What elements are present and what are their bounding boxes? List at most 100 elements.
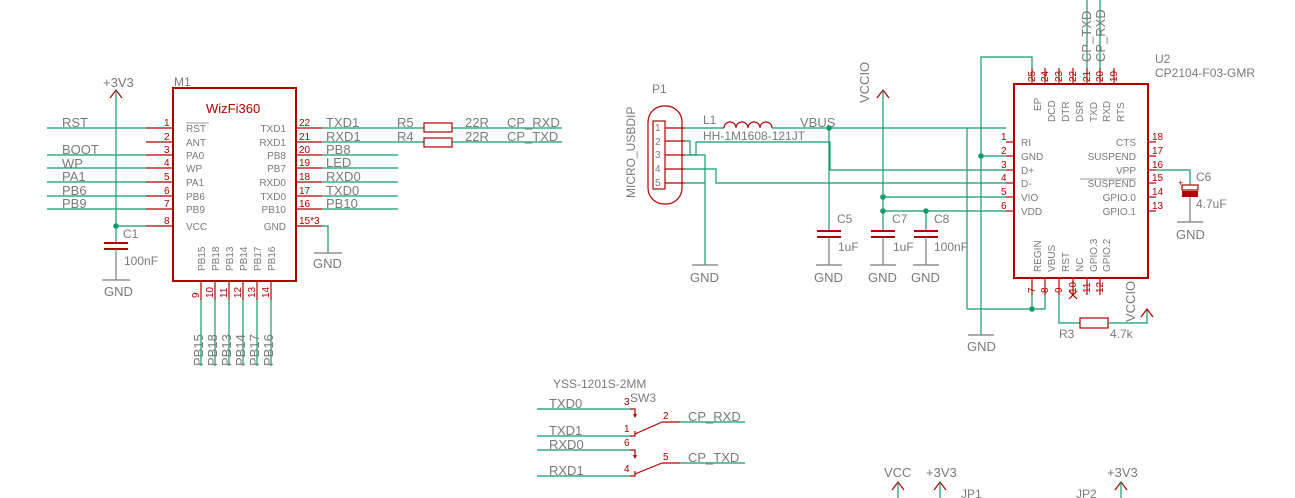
u2-pin25-num: 25 xyxy=(1027,70,1038,82)
u2-pin25-name: EP xyxy=(1033,97,1044,111)
l1-ref: L1 xyxy=(703,113,717,127)
p1-pin3: 3 xyxy=(655,150,661,161)
u2-pin13-name: GPIO.1 xyxy=(1103,207,1137,218)
net-pb14: PB14 xyxy=(233,334,248,366)
sw3-pin1: 1 xyxy=(624,424,630,435)
net-txd1: TXD1 xyxy=(326,115,359,130)
u2-pin20-num: 20 xyxy=(1095,70,1106,82)
p1-value: MICRO_USBDIP xyxy=(624,107,638,198)
gnd-label-u2: GND xyxy=(967,339,996,354)
net-cp-rxd-top: CP_RXD xyxy=(1093,9,1108,62)
sw3-pin4: 4 xyxy=(624,464,630,475)
m1-pin18-name: RXD0 xyxy=(259,178,286,189)
sw3-net-txd0: TXD0 xyxy=(549,396,582,411)
junction-c1 xyxy=(113,223,119,229)
u2-body xyxy=(1013,83,1149,279)
u2-pin9-name: RST xyxy=(1061,252,1072,272)
net-pb16: PB16 xyxy=(261,334,276,366)
r3-ref: R3 xyxy=(1059,327,1075,341)
c8-ref: C8 xyxy=(934,212,950,226)
c1-group: +3V3 C1 100nF GND xyxy=(102,75,158,299)
p3v3-label-jp2: +3V3 xyxy=(1107,465,1138,480)
m1-pin4-num: 4 xyxy=(164,158,170,169)
u2-pin5-name: VIO xyxy=(1021,193,1038,204)
u2-pin20-name: RXD xyxy=(1102,101,1113,122)
gnd-label-m1: GND xyxy=(313,256,342,271)
m1-pin19-name: PB7 xyxy=(267,164,286,175)
net-cp-rxd-r5: CP_RXD xyxy=(507,115,560,130)
m1-pin3-num: 3 xyxy=(164,145,170,156)
r3-body xyxy=(1079,317,1109,329)
m1-pin17-num: 17 xyxy=(299,186,311,197)
u2-pin17-name: SUSPEND xyxy=(1088,152,1136,163)
l1-coil xyxy=(723,121,773,129)
u2-pin1-num: 1 xyxy=(1001,132,1007,143)
u2-pin14-name: GPIO.0 xyxy=(1103,193,1137,204)
m1-pin14-name: PB16 xyxy=(267,246,278,271)
sw3-net-rxd0: RXD0 xyxy=(549,437,584,452)
r4-body xyxy=(423,137,453,148)
m1-pin11-num: 11 xyxy=(219,287,230,298)
u2-pin24-num: 24 xyxy=(1040,70,1051,82)
m1-pin20-num: 20 xyxy=(299,145,311,156)
r5-value: 22R xyxy=(465,115,489,130)
m1-pin8-name: VCC xyxy=(186,222,207,233)
u2-pin7-num: 7 xyxy=(1027,287,1038,293)
p3v3-label-jp1: +3V3 xyxy=(926,465,957,480)
p1-pin2: 2 xyxy=(655,137,661,148)
u2-pin6-num: 6 xyxy=(1001,201,1007,212)
net-pb18: PB18 xyxy=(205,334,220,366)
m1-pin7-name: PB9 xyxy=(186,205,205,216)
c5-group: C5 1uF GND xyxy=(814,128,859,285)
sw3-contact-arrow-1 xyxy=(633,414,637,418)
c6-plus-sign: + xyxy=(1178,178,1183,188)
m1-pin3-name: PA0 xyxy=(186,151,205,162)
u2-pin19-name: RTS xyxy=(1116,102,1127,122)
gnd-label-p1: GND xyxy=(690,270,719,285)
u2-pin3-num: 3 xyxy=(1001,160,1007,171)
sw3-pin5: 5 xyxy=(663,452,669,463)
m1-pin6-name: PB6 xyxy=(186,192,205,203)
net-boot: BOOT xyxy=(62,142,99,157)
u2-pin4-name: D- xyxy=(1021,179,1032,190)
m1-pin9-num: 9 xyxy=(191,292,202,298)
gnd-label-c1: GND xyxy=(104,284,133,299)
net-rxd1: RXD1 xyxy=(326,129,361,144)
sw3-net-cp-rxd: CP_RXD xyxy=(688,409,741,424)
u2-pin18-name: CTS xyxy=(1116,138,1136,149)
sw3-net-rxd1: RXD1 xyxy=(549,463,584,478)
c7-value: 1uF xyxy=(893,240,914,254)
m1-pin2-num: 2 xyxy=(164,132,170,143)
gnd-label-c8: GND xyxy=(911,270,940,285)
u2-pin13-num: 13 xyxy=(1152,201,1164,212)
u2-pin10-name: NC xyxy=(1075,258,1086,272)
u2-pin16-num: 16 xyxy=(1152,160,1164,171)
net-cp-txd-r4: CP_TXD xyxy=(507,129,558,144)
m1-pin2-name: ANT xyxy=(186,138,206,149)
u2-ref: U2 xyxy=(1155,52,1171,66)
u2-pin22-num: 22 xyxy=(1068,70,1079,82)
u2-pin7-name: REGIN xyxy=(1033,240,1044,272)
u2-pin1-name: RI xyxy=(1021,138,1031,149)
vccio-decoupling: VCCIO C7 1uF C8 100nF GND GND xyxy=(857,62,1006,285)
u2-pin2-num: 2 xyxy=(1001,146,1007,157)
m1-pin16-num: 16 xyxy=(299,199,311,210)
u2-pin8-num: 8 xyxy=(1040,287,1051,293)
l1-value: HH-1M1608-121JT xyxy=(703,129,806,143)
m1-pin1-num: 1 xyxy=(164,118,170,129)
bottom-power-row: VCC +3V3 JP1 +3V3 JP2 xyxy=(884,465,1138,498)
m1-pin20-name: PB8 xyxy=(267,151,286,162)
m1-pin10-name: PB18 xyxy=(211,246,222,271)
u2-pin4-num: 4 xyxy=(1001,173,1007,184)
u2-pin19-num: 19 xyxy=(1109,70,1120,82)
c1-value: 100nF xyxy=(124,254,158,268)
net-pb9: PB9 xyxy=(62,196,87,211)
u2-pin15-num: 15 xyxy=(1152,173,1164,184)
u2-pin22-name: DSR xyxy=(1075,101,1086,122)
net-pb15: PB15 xyxy=(191,334,206,366)
r4-value: 22R xyxy=(465,129,489,144)
sw3-contact-arrow-2 xyxy=(633,455,637,459)
m1-pin5-num: 5 xyxy=(164,172,170,183)
u2-pin8-name: VBUS xyxy=(1047,244,1058,272)
